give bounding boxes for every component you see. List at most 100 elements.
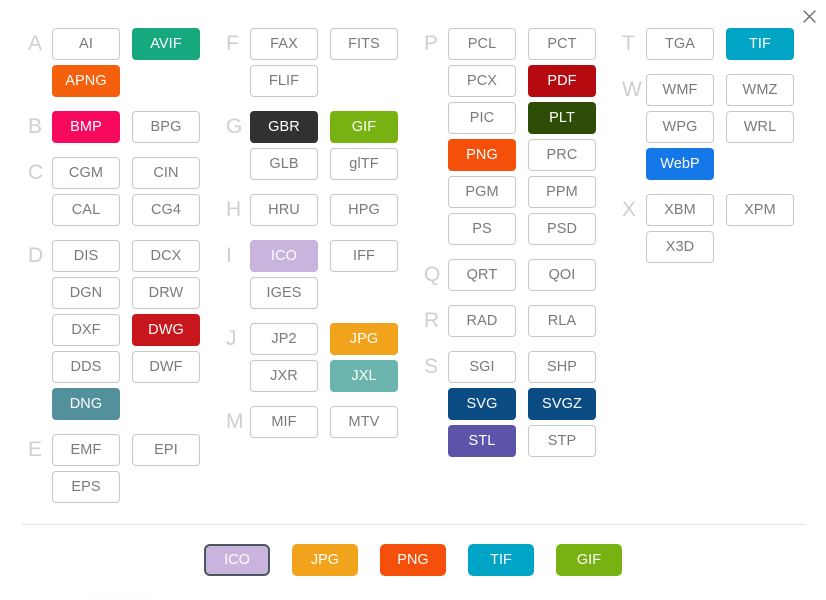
format-button-dxf[interactable]: DXF	[52, 314, 120, 346]
format-button-jxl[interactable]: JXL	[330, 360, 398, 392]
format-button-bpg[interactable]: BPG	[132, 111, 200, 143]
format-button-qoi[interactable]: QOI	[528, 259, 596, 291]
group-items: PCL PCT PCX PDF PIC PLT PNG PRC PGM PPM PS PSD	[448, 28, 616, 245]
format-button-wpg[interactable]: WPG	[646, 111, 714, 143]
format-button-shp[interactable]: SHP	[528, 351, 596, 383]
format-button-dis[interactable]: DIS	[52, 240, 120, 272]
group-letter: J	[226, 327, 237, 350]
format-button-dgn[interactable]: DGN	[52, 277, 120, 309]
format-button-tif[interactable]: TIF	[726, 28, 794, 60]
format-button-ai[interactable]: AI	[52, 28, 120, 60]
close-icon[interactable]	[797, 4, 821, 28]
format-button-ico[interactable]: ICO	[250, 240, 318, 272]
group-letter: A	[28, 32, 43, 55]
quick-pick-png[interactable]: PNG	[380, 544, 446, 576]
group-letter: W	[622, 78, 642, 101]
group-items: RAD RLA	[448, 305, 616, 337]
format-button-dds[interactable]: DDS	[52, 351, 120, 383]
format-button-hru[interactable]: HRU	[250, 194, 318, 226]
group-items: DIS DCX DGN DRW DXF DWG DDS DWF DNG	[52, 240, 220, 420]
letter-group-j: J JP2 JPG JXR JXL	[220, 323, 418, 392]
format-button-cal[interactable]: CAL	[52, 194, 120, 226]
format-button-plt[interactable]: PLT	[528, 102, 596, 134]
format-button-png[interactable]: PNG	[448, 139, 516, 171]
format-button-jpg[interactable]: JPG	[330, 323, 398, 355]
format-button-mtv[interactable]: MTV	[330, 406, 398, 438]
format-button-jxr[interactable]: JXR	[250, 360, 318, 392]
format-button-pdf[interactable]: PDF	[528, 65, 596, 97]
format-button-mif[interactable]: MIF	[250, 406, 318, 438]
format-button-flif[interactable]: FLIF	[250, 65, 318, 97]
format-button-ppm[interactable]: PPM	[528, 176, 596, 208]
format-button-dcx[interactable]: DCX	[132, 240, 200, 272]
quick-pick-gif[interactable]: GIF	[556, 544, 622, 576]
group-letter: X	[622, 198, 637, 221]
format-button-cin[interactable]: CIN	[132, 157, 200, 189]
format-button-fits[interactable]: FITS	[330, 28, 398, 60]
quick-pick-jpg[interactable]: JPG	[292, 544, 358, 576]
format-button-jp2[interactable]: JP2	[250, 323, 318, 355]
format-button-epi[interactable]: EPI	[132, 434, 200, 466]
format-button-webp[interactable]: WebP	[646, 148, 714, 180]
format-button-tga[interactable]: TGA	[646, 28, 714, 60]
format-button-avif[interactable]: AVIF	[132, 28, 200, 60]
format-button-sgi[interactable]: SGI	[448, 351, 516, 383]
group-letter: F	[226, 32, 239, 55]
format-button-iff[interactable]: IFF	[330, 240, 398, 272]
format-button-pcx[interactable]: PCX	[448, 65, 516, 97]
group-letter: C	[28, 161, 44, 184]
format-button-xbm[interactable]: XBM	[646, 194, 714, 226]
group-items: SGI SHP SVG SVGZ STL STP	[448, 351, 616, 457]
format-button-drw[interactable]: DRW	[132, 277, 200, 309]
format-button-ps[interactable]: PS	[448, 213, 516, 245]
format-button-stp[interactable]: STP	[528, 425, 596, 457]
format-button-psd[interactable]: PSD	[528, 213, 596, 245]
format-button-wmf[interactable]: WMF	[646, 74, 714, 106]
format-button-wmz[interactable]: WMZ	[726, 74, 794, 106]
format-button-pct[interactable]: PCT	[528, 28, 596, 60]
format-button-wrl[interactable]: WRL	[726, 111, 794, 143]
format-button-dwg[interactable]: DWG	[132, 314, 200, 346]
format-button-pic[interactable]: PIC	[448, 102, 516, 134]
format-button-dwf[interactable]: DWF	[132, 351, 200, 383]
group-letter: D	[28, 244, 44, 267]
section-divider	[22, 524, 805, 525]
format-button-emf[interactable]: EMF	[52, 434, 120, 466]
format-button-pcl[interactable]: PCL	[448, 28, 516, 60]
format-button-apng[interactable]: APNG	[52, 65, 120, 97]
format-button-cg4[interactable]: CG4	[132, 194, 200, 226]
format-button-glb[interactable]: GLB	[250, 148, 318, 180]
quick-pick-ico[interactable]: ICO	[204, 544, 270, 576]
format-button-eps[interactable]: EPS	[52, 471, 120, 503]
format-button-pgm[interactable]: PGM	[448, 176, 516, 208]
group-letter: P	[424, 32, 439, 55]
format-button-svg[interactable]: SVG	[448, 388, 516, 420]
format-button-rad[interactable]: RAD	[448, 305, 516, 337]
format-button-fax[interactable]: FAX	[250, 28, 318, 60]
format-button-xpm[interactable]: XPM	[726, 194, 794, 226]
format-button-dng[interactable]: DNG	[52, 388, 120, 420]
group-items: BMP BPG	[52, 111, 220, 143]
group-items: ICO IFF IGES	[250, 240, 418, 309]
format-button-hpg[interactable]: HPG	[330, 194, 398, 226]
group-items: EMF EPI EPS	[52, 434, 220, 503]
format-button-prc[interactable]: PRC	[528, 139, 596, 171]
format-button-stl[interactable]: STL	[448, 425, 516, 457]
group-items: GBR GIF GLB glTF	[250, 111, 418, 180]
format-button-gltf[interactable]: glTF	[330, 148, 398, 180]
format-button-gif[interactable]: GIF	[330, 111, 398, 143]
format-button-qrt[interactable]: QRT	[448, 259, 516, 291]
format-button-bmp[interactable]: BMP	[52, 111, 120, 143]
format-button-svgz[interactable]: SVGZ	[528, 388, 596, 420]
quick-pick-tif[interactable]: TIF	[468, 544, 534, 576]
format-button-iges[interactable]: IGES	[250, 277, 318, 309]
format-button-gbr[interactable]: GBR	[250, 111, 318, 143]
format-button-x3d[interactable]: X3D	[646, 231, 714, 263]
letter-group-a: A AI AVIF APNG	[22, 28, 220, 97]
format-button-rla[interactable]: RLA	[528, 305, 596, 337]
format-button-cgm[interactable]: CGM	[52, 157, 120, 189]
